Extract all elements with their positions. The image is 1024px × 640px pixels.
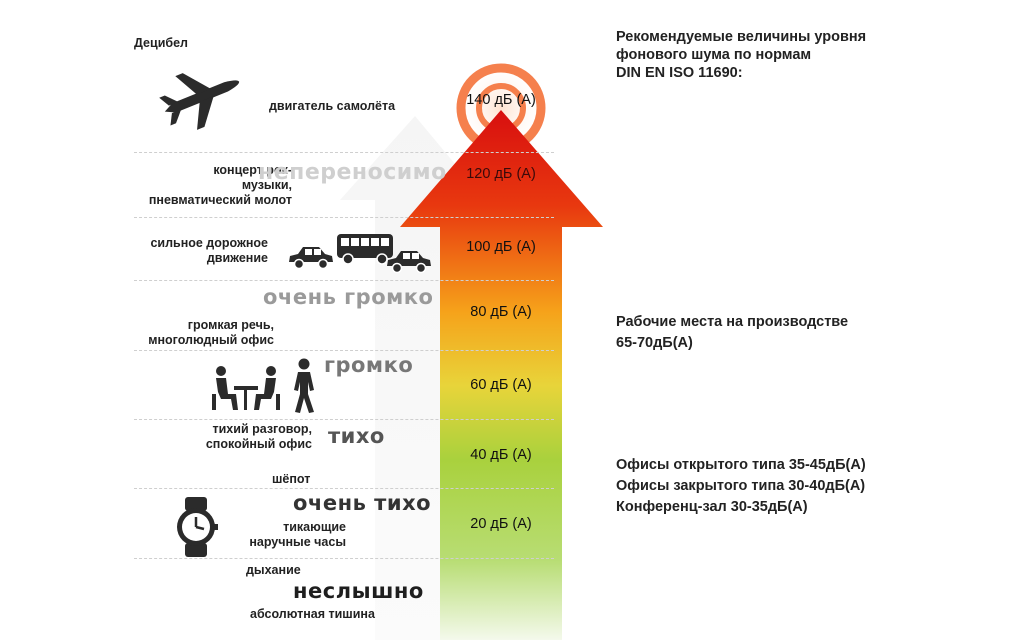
left-title: Децибел	[134, 36, 188, 50]
source-breath: дыхание	[246, 563, 301, 577]
decibel-scale-arrow	[400, 62, 603, 640]
source-airplane: двигатель самолёта	[269, 99, 396, 113]
divider	[134, 217, 554, 218]
divider	[134, 488, 554, 489]
level-label: 20 дБ (A)	[470, 516, 532, 532]
car-icon	[289, 247, 333, 270]
norm-offices: Офисы открытого типа 35-45дБ(А) Офисы за…	[616, 457, 866, 515]
car-icon	[387, 251, 431, 274]
loudness-very-quiet: очень тихо	[293, 491, 432, 515]
source-traffic: сильное дорожное движение	[150, 236, 268, 265]
source-rock: концерт рок- музыки, пневматический моло…	[148, 163, 292, 207]
bus-icon	[337, 234, 393, 265]
divider	[134, 280, 554, 281]
norms-title: Рекомендуемые величины уровня фонового ш…	[616, 29, 867, 81]
wristwatch-icon	[177, 497, 218, 557]
loudness-loud: громко	[324, 353, 414, 377]
loudness-quiet: тихо	[328, 424, 385, 448]
divider	[134, 350, 554, 351]
level-label: 40 дБ (A)	[470, 447, 532, 463]
level-label: 120 дБ (A)	[466, 166, 536, 182]
norm-workplaces: Рабочие места на производстве 65-70дБ(А)	[616, 314, 849, 351]
meeting-people-icon	[212, 366, 280, 410]
divider	[134, 152, 554, 153]
source-clock: тикающие наручные часы	[249, 520, 346, 549]
level-label: 60 дБ (A)	[470, 377, 532, 393]
loudness-unbearable: непереносимо	[258, 160, 447, 185]
walking-person-icon	[294, 358, 314, 413]
loudness-inaudible: неслышно	[293, 579, 424, 603]
source-speech: громкая речь, многолюдный офис	[148, 318, 274, 347]
level-label: 100 дБ (A)	[466, 239, 536, 255]
divider	[134, 419, 554, 420]
source-talk: тихий разговор, спокойный офис	[205, 422, 312, 451]
level-label: 80 дБ (A)	[470, 304, 532, 320]
airplane-icon	[159, 73, 240, 130]
divider	[134, 558, 554, 559]
level-label: 140 дБ (A)	[466, 92, 536, 108]
loudness-very-loud: очень громко	[263, 285, 434, 309]
source-silence: абсолютная тишина	[250, 607, 375, 621]
source-whisper: шёпот	[272, 472, 311, 486]
